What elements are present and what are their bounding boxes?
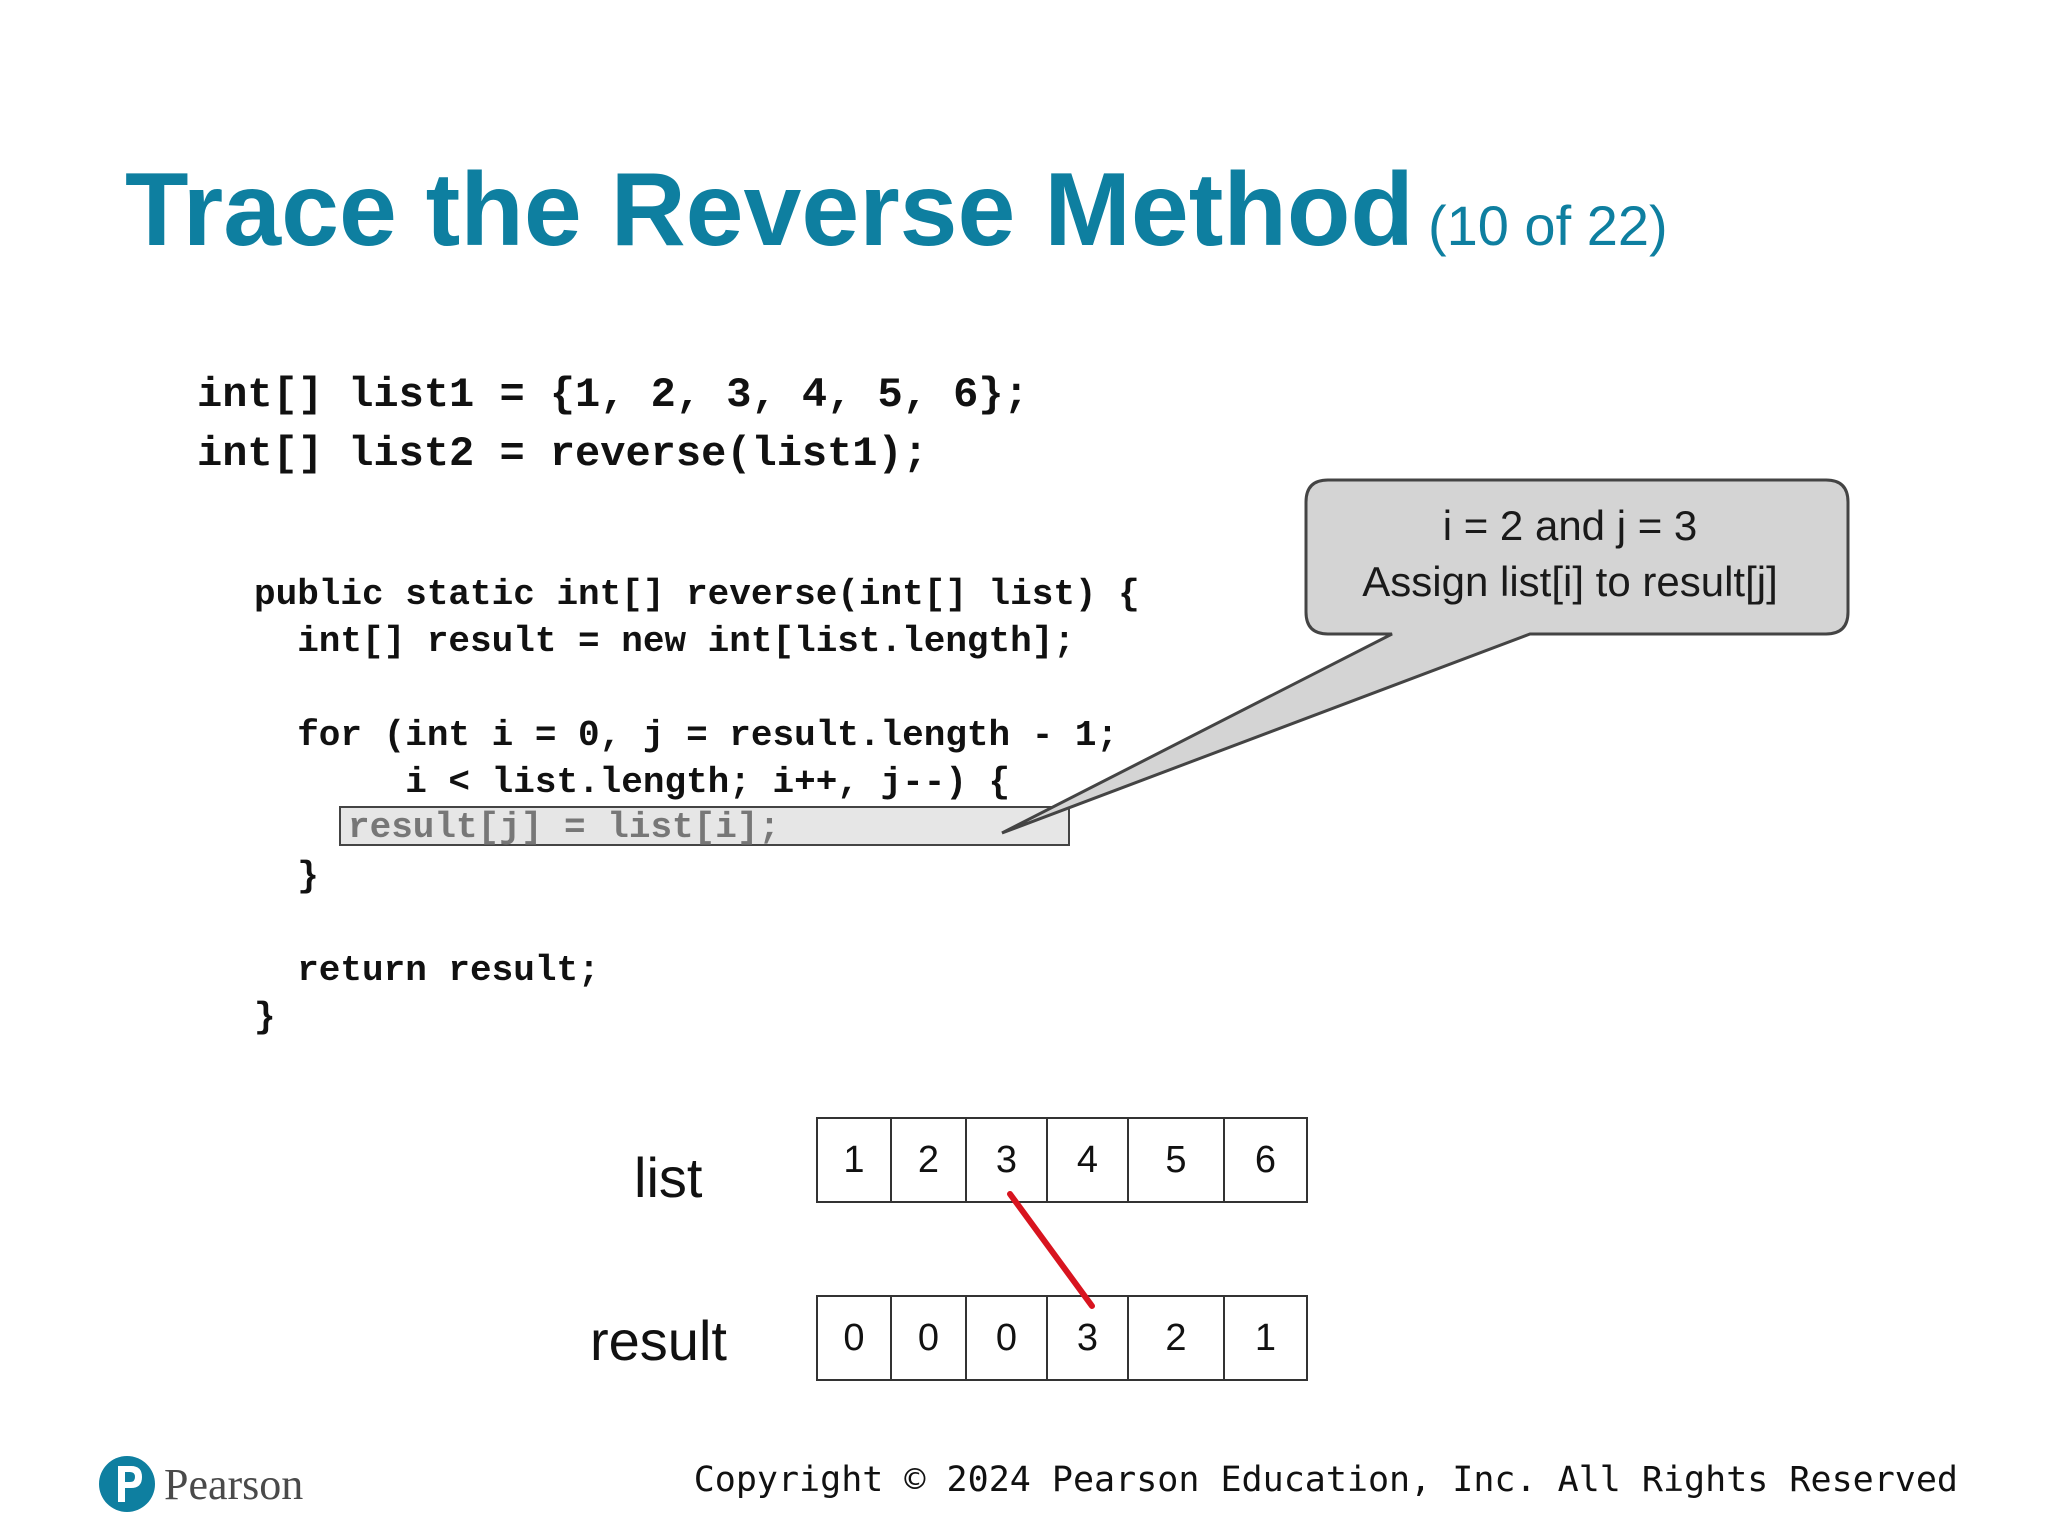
code-result-declaration: int[] result = new int[list.length]; xyxy=(254,621,1075,662)
code-for-header: for (int i = 0, j = result.length - 1; xyxy=(254,715,1119,756)
assignment-arrow-line xyxy=(1007,1191,1095,1309)
copyright-text: Copyright © 2024 Pearson Education, Inc.… xyxy=(693,1460,1958,1500)
list-cell: 3 xyxy=(965,1117,1048,1203)
result-array-label: result xyxy=(590,1309,727,1372)
callout-shape xyxy=(1001,478,1850,835)
code-for-condition: i < list.length; i++, j--) { xyxy=(254,762,1011,803)
list-cell: 4 xyxy=(1046,1117,1129,1203)
result-cell: 1 xyxy=(1223,1295,1308,1381)
code-method-close-brace: } xyxy=(254,997,276,1038)
slide-subtitle: (10 of 22) xyxy=(1427,194,1668,257)
slide-title: Trace the Reverse Method(10 of 22) xyxy=(125,158,1668,262)
list-array: 1 2 3 4 5 6 xyxy=(816,1117,1308,1203)
list-array-label: list xyxy=(634,1146,703,1209)
result-cell: 2 xyxy=(1127,1295,1225,1381)
code-for-close-brace: } xyxy=(254,856,319,897)
callout-line-indices: i = 2 and j = 3 xyxy=(1442,502,1698,549)
pearson-logo: Pearson xyxy=(98,1452,303,1516)
code-line-list2: int[] list2 = reverse(list1); xyxy=(197,430,928,478)
code-method-signature: public static int[] reverse(int[] list) … xyxy=(254,574,1140,615)
list-cell: 5 xyxy=(1127,1117,1225,1203)
result-cell: 0 xyxy=(890,1295,967,1381)
list-cell: 6 xyxy=(1223,1117,1308,1203)
code-return-statement: return result; xyxy=(254,950,600,991)
callout-text: i = 2 and j = 3 Assign list[i] to result… xyxy=(1300,498,1840,610)
highlighted-line-box xyxy=(339,806,1070,846)
result-array: 0 0 0 3 2 1 xyxy=(816,1295,1308,1381)
slide-title-text: Trace the Reverse Method xyxy=(125,152,1414,268)
code-line-list1: int[] list1 = {1, 2, 3, 4, 5, 6}; xyxy=(197,371,1029,419)
highlighted-code-line: result[j] = list[i]; xyxy=(348,807,781,848)
callout-line-action: Assign list[i] to result[j] xyxy=(1362,558,1778,605)
pearson-wordmark: Pearson xyxy=(164,1459,304,1509)
pearson-logo-icon xyxy=(99,1456,155,1512)
